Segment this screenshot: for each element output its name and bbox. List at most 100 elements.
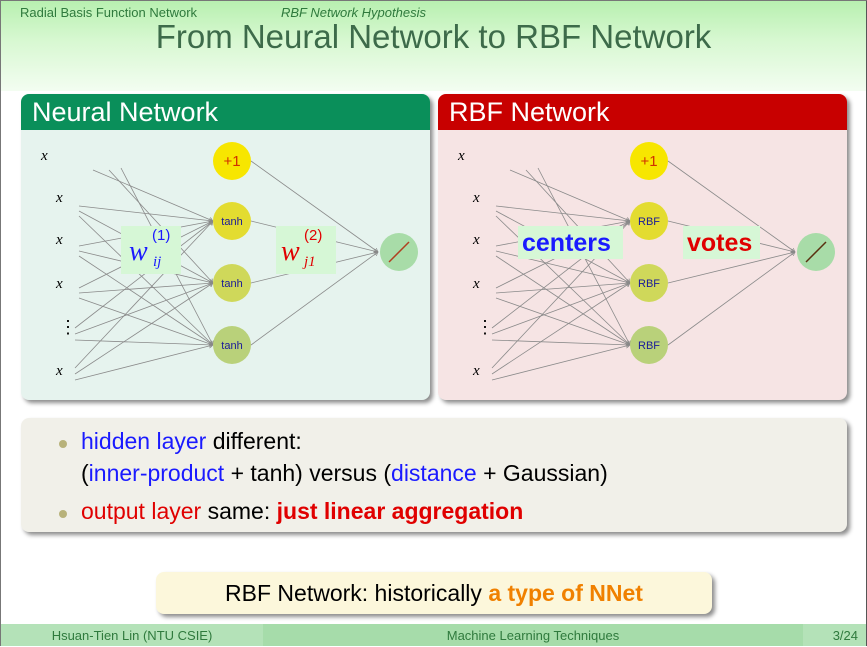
bias-node bbox=[630, 142, 668, 180]
hidden-node-label: RBF bbox=[638, 216, 660, 228]
linear-activation-icon bbox=[388, 241, 410, 263]
input-edge bbox=[74, 221, 213, 329]
weight1-label: w bbox=[129, 236, 148, 267]
input-edge bbox=[78, 283, 213, 294]
footer-course: Machine Learning Techniques bbox=[263, 624, 803, 646]
input-edge bbox=[74, 339, 213, 345]
header-band bbox=[1, 1, 866, 91]
neural-network-block: Neural Network w(1)ijw(2)j1x0 = 1x1x2x3⋮… bbox=[21, 94, 430, 400]
input-label: x bbox=[55, 363, 63, 379]
bias-node-label: +1 bbox=[223, 153, 240, 170]
bullet-text-segment: same: bbox=[201, 498, 277, 524]
input-edge bbox=[495, 297, 630, 345]
bullet-text-segment: hidden layer bbox=[81, 428, 207, 454]
slide-title: From Neural Network to RBF Network bbox=[155, 18, 712, 55]
bullet-icon bbox=[59, 510, 67, 518]
hidden-node-label: RBF bbox=[638, 278, 660, 290]
footer: Hsuan-Tien Lin (NTU CSIE) Machine Learni… bbox=[1, 624, 866, 646]
votes-label-bg bbox=[683, 226, 760, 259]
input-edge bbox=[92, 169, 213, 221]
bullet-text-segment: + Gaussian) bbox=[476, 460, 608, 486]
summary-callout: RBF Network: historically a type of NNet bbox=[156, 572, 712, 614]
input-label: x bbox=[472, 363, 480, 379]
nav-section[interactable]: Radial Basis Function Network bbox=[20, 5, 198, 20]
neural-network-diagram: w(1)ijw(2)j1x0 = 1x1x2x3⋮xd+1tanhtanhtan… bbox=[40, 142, 418, 381]
input-edge bbox=[74, 283, 213, 335]
rbf-network-block: RBF Network centersvotesx0 = 1x1x2x3⋮xd+… bbox=[438, 94, 847, 400]
input-label: x bbox=[55, 190, 63, 206]
input-label: ⋮ bbox=[476, 317, 494, 337]
output-edge bbox=[250, 252, 378, 346]
input-edge bbox=[495, 205, 630, 221]
comparison-list: hidden layer different: (inner-product +… bbox=[21, 418, 847, 532]
rbf-network-header: RBF Network bbox=[438, 94, 847, 130]
weight1-subscript: ij bbox=[153, 254, 161, 270]
input-edge bbox=[491, 339, 630, 345]
bullet-text-segment: distance bbox=[391, 460, 477, 486]
bullet-output-layer: output layer same: just linear aggregati… bbox=[81, 498, 523, 525]
input-label: x bbox=[472, 276, 480, 292]
input-edge bbox=[74, 221, 213, 369]
hidden-node-label: tanh bbox=[221, 340, 242, 352]
input-edge bbox=[491, 283, 630, 335]
input-label: x bbox=[55, 232, 63, 248]
weight2-label-bg bbox=[276, 226, 336, 274]
input-edge bbox=[509, 169, 630, 221]
callout-prefix: RBF Network: historically bbox=[225, 580, 489, 606]
input-edge bbox=[78, 255, 213, 345]
bullet-icon bbox=[59, 440, 67, 448]
hidden-node bbox=[630, 326, 668, 364]
hidden-node bbox=[213, 202, 251, 240]
bullet-text-segment: + tanh) versus ( bbox=[224, 460, 392, 486]
linear-activation-icon bbox=[805, 241, 827, 263]
output-edge bbox=[250, 160, 378, 252]
hidden-node bbox=[630, 264, 668, 302]
bullet-text-segment: just linear aggregation bbox=[276, 498, 524, 524]
bias-node-label: +1 bbox=[640, 153, 657, 170]
weight2-subscript: j1 bbox=[302, 254, 316, 270]
input-label: x bbox=[55, 276, 63, 292]
hidden-node bbox=[213, 264, 251, 302]
nav-subsection[interactable]: RBF Network Hypothesis bbox=[281, 5, 426, 20]
weight2-label: w bbox=[281, 236, 300, 267]
bullet-hidden-layer-detail: (inner-product + tanh) versus (distance … bbox=[81, 460, 608, 487]
votes-label: votes bbox=[687, 229, 752, 257]
input-edge bbox=[491, 345, 630, 381]
input-edge bbox=[495, 255, 630, 345]
footer-author: Hsuan-Tien Lin (NTU CSIE) bbox=[1, 624, 263, 646]
bullet-text-segment: inner-product bbox=[88, 460, 225, 486]
output-edge bbox=[667, 252, 795, 284]
input-edge bbox=[495, 283, 630, 294]
weight1-superscript: (1) bbox=[152, 227, 170, 244]
bullet-text-segment: output layer bbox=[81, 498, 202, 524]
hidden-node bbox=[630, 202, 668, 240]
input-edge bbox=[78, 205, 213, 221]
input-label: x bbox=[472, 190, 480, 206]
weight1-label-bg bbox=[121, 226, 181, 274]
input-label: x bbox=[40, 148, 48, 164]
footer-page-number: 3/24 bbox=[803, 624, 866, 646]
input-edge bbox=[491, 283, 630, 375]
input-edge bbox=[74, 345, 213, 381]
centers-label-bg bbox=[518, 226, 623, 259]
bullet-text-segment: ( bbox=[81, 460, 89, 486]
bullet-text-segment: different: bbox=[206, 428, 302, 454]
hidden-node bbox=[213, 326, 251, 364]
hidden-node-label: RBF bbox=[638, 340, 660, 352]
input-edge bbox=[78, 215, 213, 345]
input-label: ⋮ bbox=[59, 317, 77, 337]
neural-network-header: Neural Network bbox=[21, 94, 430, 130]
input-edge bbox=[78, 297, 213, 345]
bullet-hidden-layer: hidden layer different: bbox=[81, 428, 302, 455]
callout-highlight: a type of NNet bbox=[488, 580, 643, 606]
input-edge bbox=[74, 283, 213, 375]
input-label: x bbox=[472, 232, 480, 248]
hidden-node-label: tanh bbox=[221, 216, 242, 228]
hidden-node-label: tanh bbox=[221, 278, 242, 290]
bias-node bbox=[213, 142, 251, 180]
output-edge bbox=[667, 252, 795, 346]
weight2-superscript: (2) bbox=[304, 227, 322, 244]
output-edge bbox=[667, 160, 795, 252]
